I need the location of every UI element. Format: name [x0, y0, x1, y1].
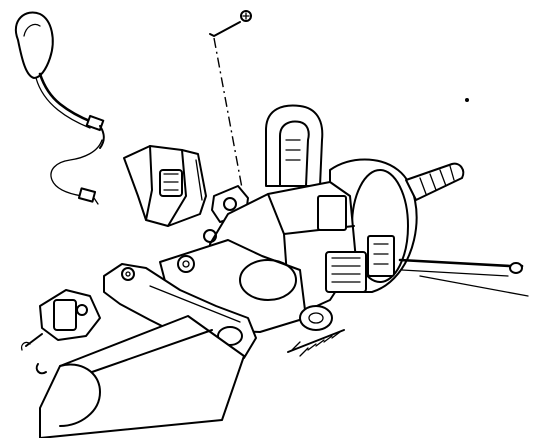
tilt-lever: [398, 258, 529, 297]
harness-connector-icon: [15, 11, 54, 79]
column-cover-boot: [123, 145, 207, 227]
lock-cylinder-bracket: [211, 104, 324, 223]
wiring-harness: [15, 11, 105, 205]
reference-dot: [465, 98, 469, 102]
lever-icon: [398, 258, 524, 268]
intermediate-shaft: [20, 289, 345, 438]
mounting-bolt: [209, 10, 252, 189]
lower-bracket: [103, 263, 257, 361]
